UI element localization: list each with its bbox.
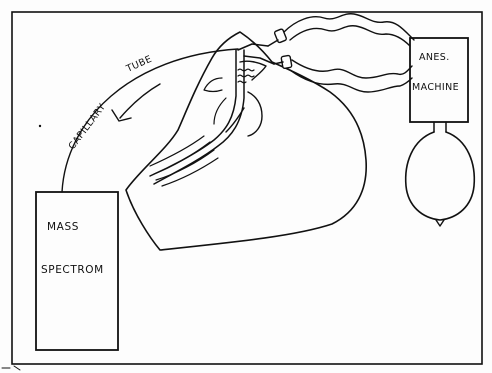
anesthesia-machine-box xyxy=(410,38,468,122)
y-piece-connector xyxy=(238,29,292,69)
anes-label: ANES. xyxy=(419,52,450,63)
tube-label: TUBE xyxy=(124,54,154,75)
sampling-coil xyxy=(238,69,254,83)
bag-neck xyxy=(434,122,446,132)
reservoir-bag xyxy=(406,132,475,220)
endotracheal-tube xyxy=(150,50,244,184)
capillary-label: CAPILLARY xyxy=(67,102,109,152)
machine-label: MACHINE xyxy=(412,82,459,93)
expiratory-hose xyxy=(290,60,412,92)
inspiratory-hose xyxy=(284,14,414,46)
scan-dot xyxy=(39,125,41,127)
reservoir-bag-tail xyxy=(436,220,444,226)
scan-artifact xyxy=(2,366,20,370)
mass-label: MASS xyxy=(47,221,79,233)
airway-structures xyxy=(150,78,226,186)
spectrometer-label: SPECTROM xyxy=(41,264,104,276)
diagram-frame xyxy=(12,12,482,364)
patient-mouth xyxy=(248,92,262,136)
